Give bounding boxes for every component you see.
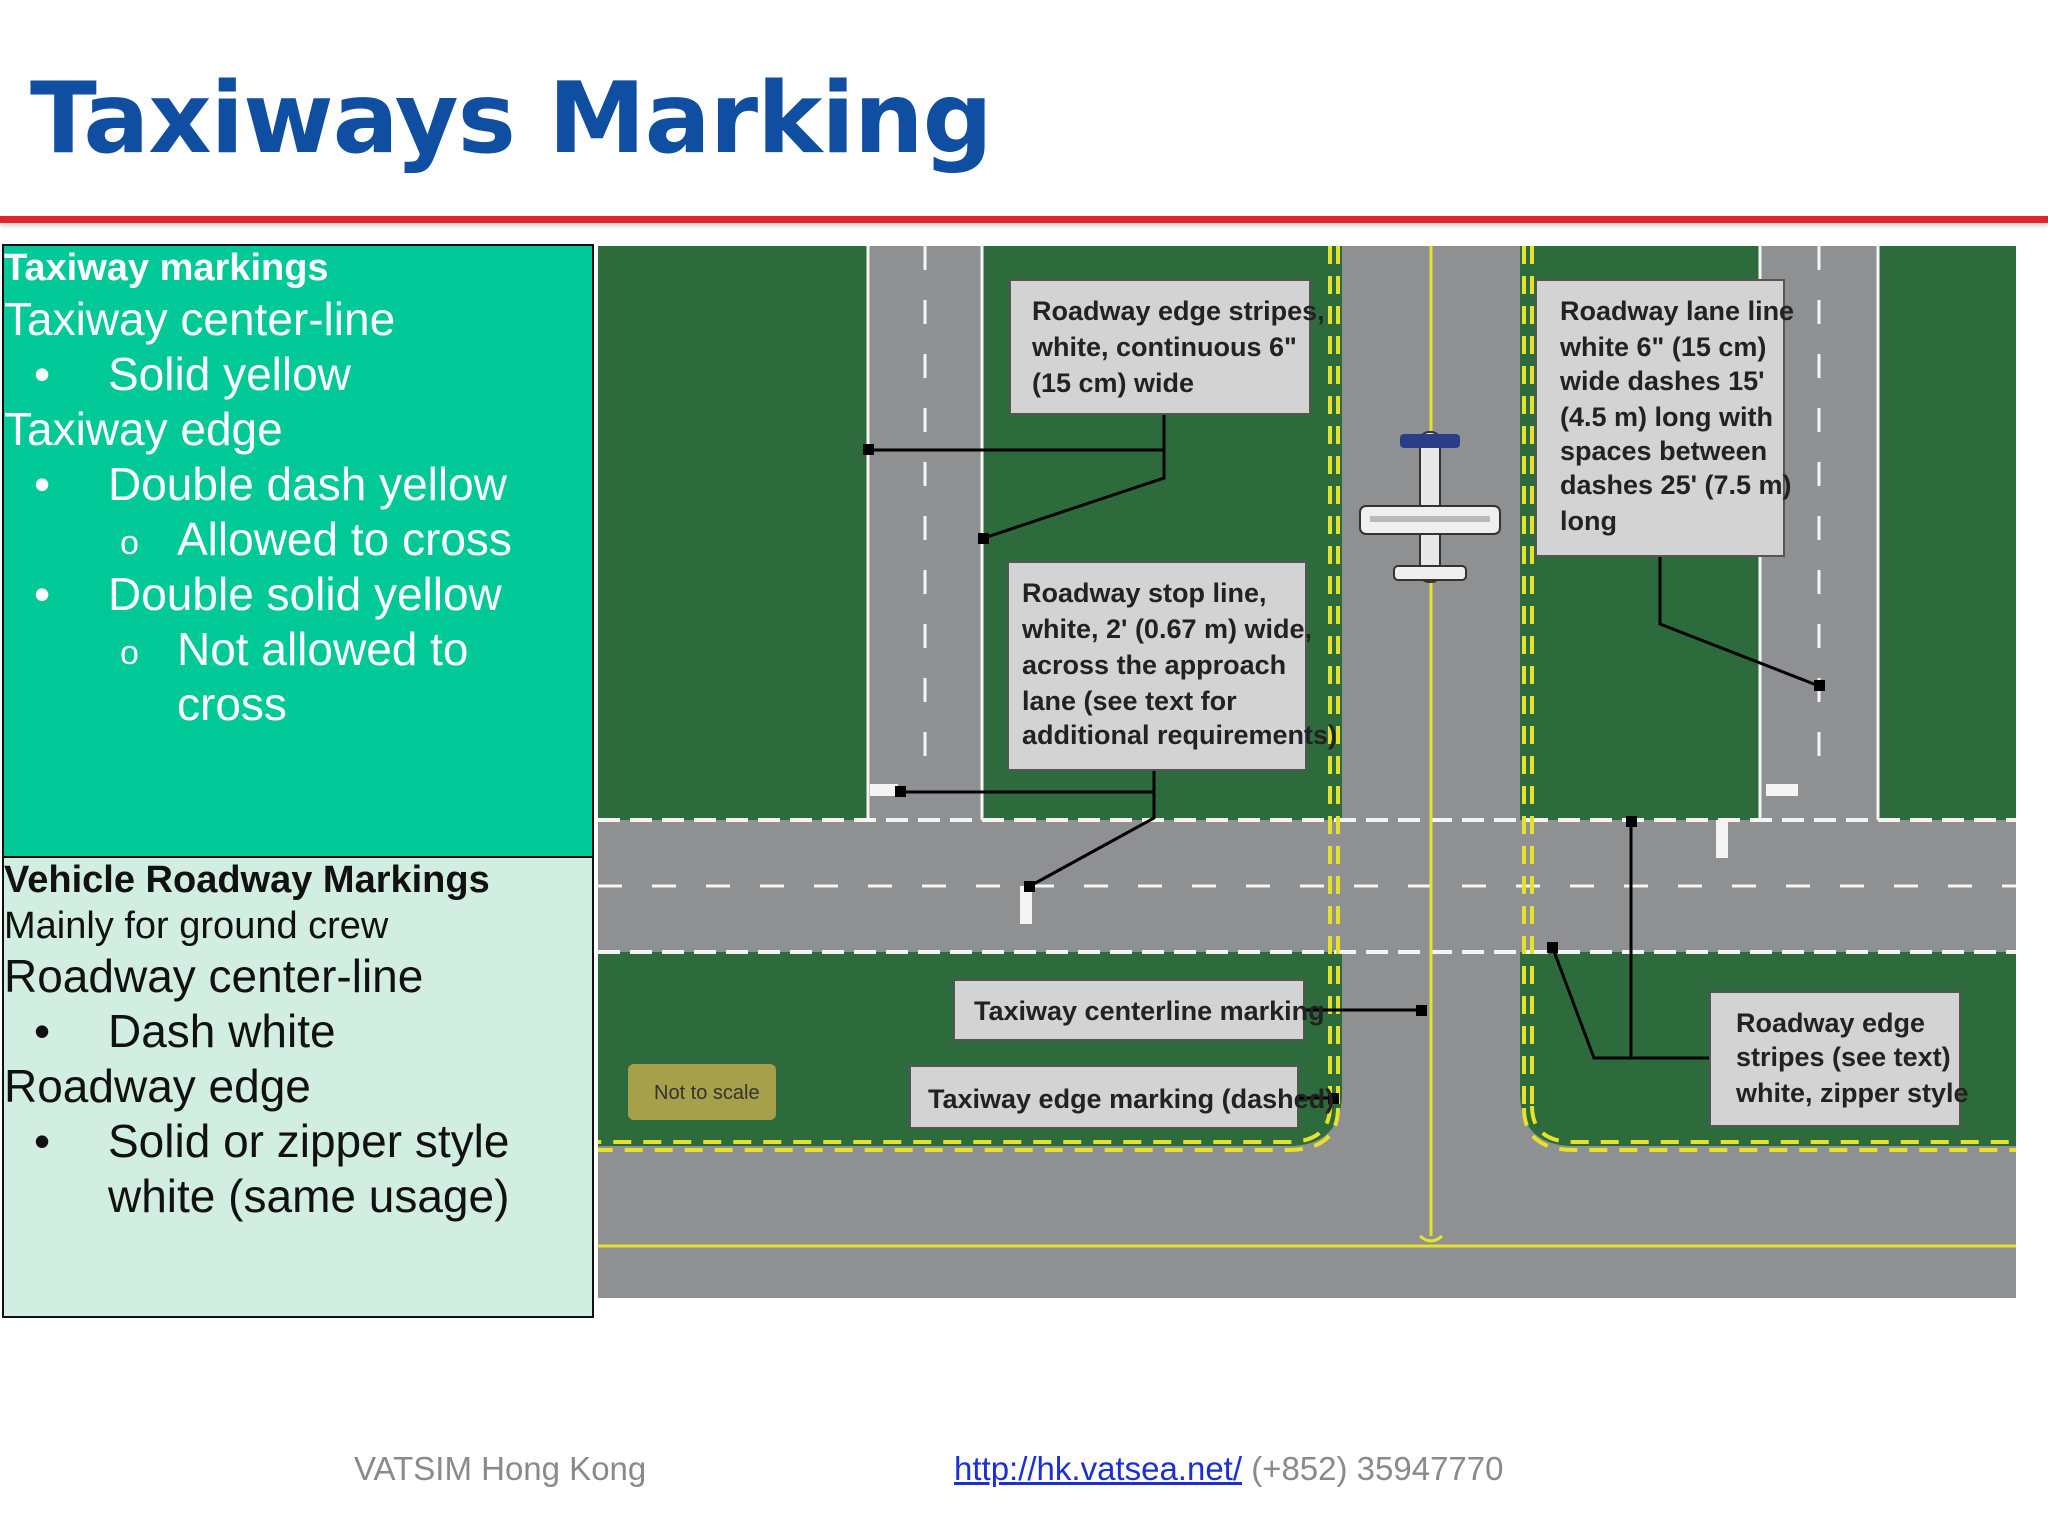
footer-organization: VATSIM Hong Kong	[354, 1450, 647, 1487]
taxiway-centerline	[598, 246, 2016, 1248]
callout-stop-line-5: additional requirements)	[1022, 720, 1337, 750]
callout-centerline-text: Taxiway centerline marking	[974, 996, 1325, 1026]
callout-zipper: Roadway edge stripes (see text) white, z…	[1709, 991, 1969, 1127]
callout-zipper-line-2: stripes (see text)	[1736, 1042, 1951, 1072]
bottom-taxiway	[598, 1146, 2016, 1298]
footer-phone: (+852) 35947770	[1251, 1450, 1504, 1487]
taxiway-edge-item-2-sub: Not allowed to cross	[177, 622, 469, 730]
callout-lane-line: Roadway lane line white 6" (15 cm) wide …	[1535, 279, 1794, 557]
roadway-stop-lines	[870, 784, 1798, 924]
bullet-icon: •	[34, 1005, 51, 1058]
list-item: o Allowed to cross	[4, 512, 592, 567]
scale-note-text: Not to scale	[654, 1082, 760, 1104]
roadway-edge-label: Roadway edge	[4, 1060, 311, 1113]
fillet-right	[1520, 1096, 1574, 1146]
list-item: o Not allowed to cross	[4, 622, 587, 732]
callout-zipper-line-1: Roadway edge	[1736, 1008, 1925, 1038]
callout-stop-line-2: white, 2' (0.67 m) wide,	[1021, 614, 1312, 644]
callout-stop-line: Roadway stop line, white, 2' (0.67 m) wi…	[1007, 561, 1337, 771]
bullet-icon: •	[34, 457, 51, 510]
slide-title: Taxiways Marking	[30, 62, 993, 176]
vehicle-panel-subheading: Mainly for ground crew	[4, 904, 389, 947]
callout-edge-stripes-line-1: Roadway edge stripes,	[1032, 296, 1325, 326]
list-item: • Double solid yellow	[4, 567, 592, 622]
vehicle-roadway-panel: Vehicle Roadway Markings Mainly for grou…	[2, 856, 594, 1318]
taxiway-centerline-item: Solid yellow	[108, 347, 351, 400]
callout-lane-line-7: long	[1560, 506, 1617, 536]
list-item: • Solid yellow	[4, 347, 592, 402]
taxiway-markings-panel: Taxiway markings Taxiway center-line • S…	[2, 244, 594, 858]
leader-lines	[869, 410, 1820, 1100]
taxiway-centerline-label: Taxiway center-line	[4, 292, 396, 345]
bullet-icon: •	[34, 567, 51, 620]
aircraft-icon	[1359, 431, 1501, 583]
callout-centerline-marking: Taxiway centerline marking	[953, 979, 1325, 1041]
leader-endpoints	[863, 444, 1825, 1104]
taxiway-edge-label: Taxiway edge	[4, 402, 283, 455]
callout-lane-line-4: (4.5 m) long with	[1560, 402, 1773, 432]
list-item: • Dash white	[4, 1004, 592, 1059]
callout-zipper-line-3: white, zipper style	[1735, 1078, 1969, 1108]
roadway-centerline-label: Roadway center-line	[4, 950, 424, 1003]
circle-bullet-icon: o	[120, 523, 139, 562]
callout-stop-line-1: Roadway stop line,	[1022, 578, 1267, 608]
callout-edge-stripes: Roadway edge stripes, white, continuous …	[1009, 279, 1325, 415]
callout-lane-line-3: wide dashes 15'	[1559, 366, 1765, 396]
roadway-lane-lines	[598, 246, 2016, 888]
callout-edge-marking: Taxiway edge marking (dashed)	[909, 1065, 1334, 1129]
callout-lane-line-6: dashes 25' (7.5 m)	[1560, 470, 1792, 500]
callout-lane-line-5: spaces between	[1560, 436, 1767, 466]
roadway-centerline-item: Dash white	[108, 1005, 336, 1058]
callout-edge-marking-text: Taxiway edge marking (dashed)	[928, 1084, 1334, 1114]
callout-lane-line-1: Roadway lane line	[1560, 296, 1794, 326]
vehicle-panel-heading: Vehicle Roadway Markings	[4, 859, 490, 901]
footer-contact: http://hk.vatsea.net/ (+852) 35947770	[954, 1450, 1504, 1488]
scale-note: Not to scale	[628, 1064, 776, 1120]
list-item: • Solid or zipper style white (same usag…	[4, 1114, 548, 1224]
fillet-left	[1288, 1096, 1342, 1146]
bullet-icon: •	[34, 347, 51, 400]
callout-edge-stripes-line-3: (15 cm) wide	[1032, 368, 1194, 398]
circle-bullet-icon: o	[120, 633, 139, 672]
callout-stop-line-3: across the approach	[1022, 650, 1286, 680]
roadway-zipper-edges	[598, 818, 2016, 954]
taxiway-edge-item-1: Double dash yellow	[108, 457, 507, 510]
taxiway-edge-item-1-sub: Allowed to cross	[177, 512, 512, 565]
list-item: • Double dash yellow	[4, 457, 592, 512]
footer-url-link[interactable]: http://hk.vatsea.net/	[954, 1450, 1243, 1487]
roadway-edge-item: Solid or zipper style white (same usage)	[108, 1115, 510, 1223]
title-divider	[0, 216, 2048, 223]
bullet-icon: •	[34, 1115, 51, 1168]
callout-lane-line-2: white 6" (15 cm)	[1559, 332, 1766, 362]
taxiway-panel-heading: Taxiway markings	[4, 247, 329, 289]
callout-edge-stripes-line-2: white, continuous 6"	[1031, 332, 1297, 362]
taxiway-edge-item-2: Double solid yellow	[108, 567, 502, 620]
taxiway-roadway-diagram: Roadway edge stripes, white, continuous …	[598, 246, 2016, 1298]
callout-stop-line-4: lane (see text for	[1022, 686, 1237, 716]
taxiway-edge-dashed	[598, 246, 2016, 1152]
